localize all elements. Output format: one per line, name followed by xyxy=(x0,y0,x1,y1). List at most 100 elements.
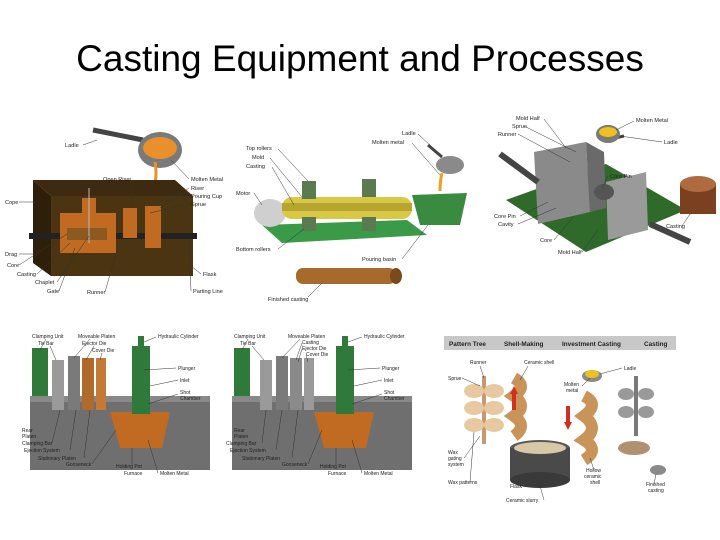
label-clamping-bar: Clamping Bar xyxy=(226,441,257,447)
label-molten-metal: Molten Metal xyxy=(364,471,393,477)
label-molten-metal: Molten Metal xyxy=(191,177,223,183)
die-casting-diagram-2: Clamping Unit Tie Bar Moveable Platen Ca… xyxy=(222,330,422,480)
label-core-pin: Core Pin xyxy=(610,174,632,180)
permanent-mold-diagram: Mold Half Sprue Runner Molten Metal Ladl… xyxy=(486,112,720,282)
label-molten-metal: Molten metal xyxy=(372,140,404,146)
label-cope: Cope xyxy=(5,200,18,206)
label-gate: Gate xyxy=(47,289,59,295)
label-cover-die: Cover Die xyxy=(92,348,114,354)
casting-part xyxy=(680,176,716,214)
label-flask: Flask xyxy=(203,272,217,278)
label-sprue: Sprue xyxy=(512,124,527,130)
mold-box xyxy=(29,180,197,276)
label-mold-half-top: Mold Half xyxy=(516,116,540,122)
permanent-mold-machine xyxy=(498,125,692,252)
label-tie-bar: Tie Bar xyxy=(38,341,54,347)
investment-graphic xyxy=(564,370,602,466)
label-holding-pot: Holding Pot xyxy=(116,464,142,470)
header-investment-casting: Investment Casting xyxy=(562,341,621,348)
label-ceramic-slurry: Ceramic slurry xyxy=(506,498,539,504)
label-mold: Mold xyxy=(252,155,264,161)
label-molten: Molten xyxy=(564,382,579,388)
label-cavity: Cavity xyxy=(498,222,514,228)
label-furnace: Furnace xyxy=(328,471,347,477)
label-gooseneck: Gooseneck xyxy=(66,462,92,468)
label-sprue: Sprue xyxy=(191,202,206,208)
label-rear: Rear xyxy=(234,428,245,434)
label-open-riser: Open Riser xyxy=(103,177,131,183)
label-motor: Motor xyxy=(236,191,250,197)
label-sprue: Sprue xyxy=(448,376,462,382)
label-casting: Casting xyxy=(666,224,685,230)
label-ejector-die: Ejector Die xyxy=(302,346,327,352)
label-core-pin-cavity: Core Pin xyxy=(494,214,516,220)
label-ladle: Ladle xyxy=(402,131,416,137)
label-ladle: Ladle xyxy=(65,143,79,149)
label-hydraulic-cylinder: Hydraulic Cylinder xyxy=(158,334,199,340)
label-tie-bar: Tie Bar xyxy=(240,341,256,347)
ladle-graphic xyxy=(92,127,182,185)
label-shot: Shot xyxy=(180,390,191,396)
label-ejection-system: Ejection System xyxy=(230,448,266,454)
die-casting-machine-2 xyxy=(232,336,412,470)
header-casting: Casting xyxy=(644,341,668,348)
label-furnace: Furnace xyxy=(124,471,143,477)
label-ejection-system: Ejection System xyxy=(24,448,60,454)
label-casting: Casting xyxy=(302,340,319,346)
label-bottom-rollers: Bottom rollers xyxy=(236,247,271,253)
die-casting-diagram-1: Clamping Unit Tie Bar Moveable Platen Ej… xyxy=(20,330,220,480)
label-moveable-platen: Moveable Platen xyxy=(288,334,325,340)
label-holding-pot: Holding Pot xyxy=(320,464,346,470)
label-pouring-cup: Pouring Cup xyxy=(191,194,222,200)
label-chamber: Chamber xyxy=(180,396,201,402)
label-platen: Platen xyxy=(234,434,248,440)
label-shell: shell xyxy=(590,480,600,486)
label-runner: Runner xyxy=(498,132,516,138)
label-plunger: Plunger xyxy=(382,366,400,372)
label-core: Core xyxy=(540,238,552,244)
label-molten-metal: Molten Metal xyxy=(636,118,668,124)
label-system: system xyxy=(448,462,464,468)
label-clamping-unit: Clamping Unit xyxy=(234,334,266,340)
label-finished-casting: Finished casting xyxy=(268,297,308,303)
header-pattern-tree: Pattern Tree xyxy=(449,341,486,348)
label-metal: metal xyxy=(566,388,578,394)
wax-pattern-tree xyxy=(464,376,504,444)
label-casting: Casting xyxy=(246,164,265,170)
process-header-bar xyxy=(444,336,676,350)
label-hydraulic-cylinder: Hydraulic Cylinder xyxy=(364,334,405,340)
label-inlet: Inlet xyxy=(180,378,190,384)
label-riser: Riser xyxy=(191,186,204,192)
label-stationary-platen: Stationary Platen xyxy=(38,456,76,462)
label-molten-metal: Molten Metal xyxy=(160,471,189,477)
label-hollow: Hollow xyxy=(586,468,601,474)
label-ladle: Ladle xyxy=(664,140,678,146)
label-gating: gating xyxy=(448,456,462,462)
slide-title: Casting Equipment and Processes xyxy=(76,38,644,79)
die-casting-machine-1 xyxy=(30,336,210,470)
header-shell-making: Shell-Making xyxy=(504,341,544,348)
centrifugal-machine xyxy=(254,143,467,243)
label-runner: Runner xyxy=(470,360,487,366)
label-ceramic: ceramic xyxy=(584,474,602,480)
investment-casting-diagram: Pattern Tree Shell-Making Investment Cas… xyxy=(444,336,676,508)
label-clamping-unit: Clamping Unit xyxy=(32,334,64,340)
label-gooseneck: Gooseneck xyxy=(282,462,308,468)
label-finished: Finished xyxy=(646,482,665,488)
label-moveable-platen: Moveable Platen xyxy=(78,334,115,340)
label-platen: Platen xyxy=(22,434,36,440)
label-core: Core xyxy=(7,263,19,269)
label-rear: Rear xyxy=(22,428,33,434)
label-stationary-platen: Stationary Platen xyxy=(242,456,280,462)
label-wax-patterns: Wax patterns xyxy=(448,480,478,486)
label-pouring-basin: Pouring basin xyxy=(362,257,396,263)
label-parting-line: Parting Line xyxy=(193,289,223,295)
label-chamber: Chamber xyxy=(384,396,405,402)
label-flask: Flask xyxy=(510,484,522,490)
shell-making-graphic xyxy=(503,372,570,488)
label-ejector-die: Ejector Die xyxy=(82,341,107,347)
label-plunger: Plunger xyxy=(178,366,196,372)
label-mold-half-bottom: Mold Half xyxy=(558,250,582,256)
label-shot: Shot xyxy=(384,390,395,396)
label-inlet: Inlet xyxy=(384,378,394,384)
